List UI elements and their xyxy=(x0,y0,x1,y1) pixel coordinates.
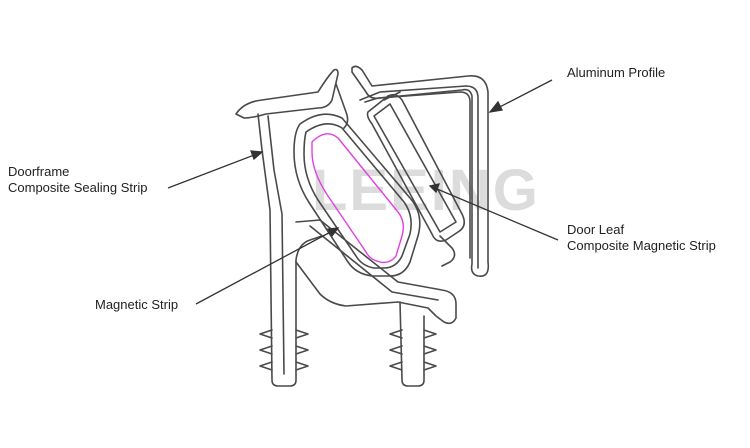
label-door-leaf-line2: Composite Magnetic Strip xyxy=(567,238,716,253)
label-doorframe-line2: Composite Sealing Strip xyxy=(8,180,148,195)
label-door-leaf-line1: Door Leaf xyxy=(567,222,625,237)
aluminum-profile-shape xyxy=(351,65,490,278)
label-doorframe-sealing-strip: Doorframe Composite Sealing Strip xyxy=(8,164,147,196)
door-leaf-arrowhead xyxy=(428,183,441,194)
door-leaf-magnetic-strip-shape xyxy=(366,91,466,267)
door-leaf-leader xyxy=(429,185,559,241)
aluminum-profile-arrowhead xyxy=(488,100,503,113)
label-doorframe-line1: Doorframe xyxy=(8,164,70,179)
label-magnetic-strip: Magnetic Strip xyxy=(95,297,178,313)
magnetic-strip-arrowhead xyxy=(326,227,340,238)
doorframe-leader xyxy=(167,151,263,189)
watermark-text: LEEING xyxy=(312,158,540,223)
label-aluminum-profile: Aluminum Profile xyxy=(567,65,665,81)
doorframe-sealing-strip-shape xyxy=(235,68,457,387)
magnetic-strip-shape xyxy=(311,133,405,264)
label-magnetic-strip-text: Magnetic Strip xyxy=(95,297,179,312)
label-aluminum-profile-text: Aluminum Profile xyxy=(567,65,666,80)
label-door-leaf-magnetic-strip: Door Leaf Composite Magnetic Strip xyxy=(567,222,716,254)
doorframe-arrowhead xyxy=(250,150,264,161)
magnetic-strip-leader xyxy=(195,227,339,305)
